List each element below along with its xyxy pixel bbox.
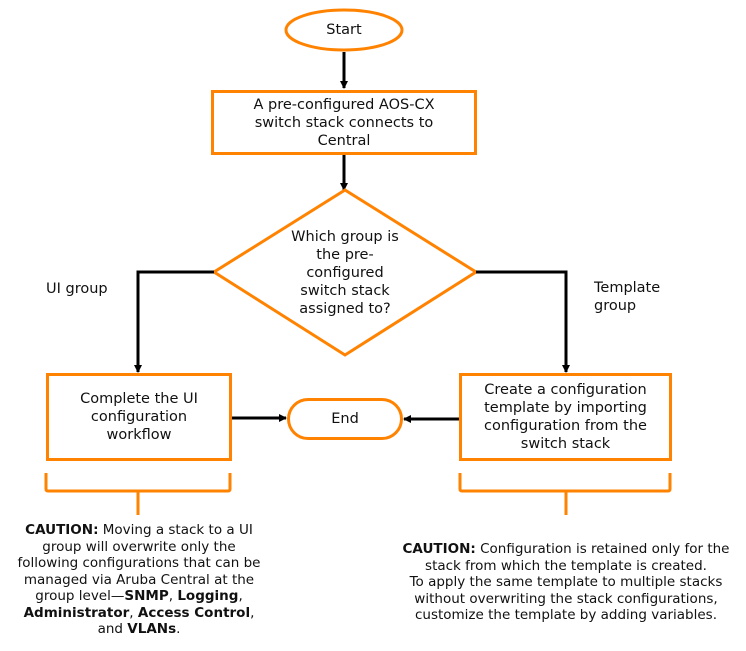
- left-caution-sep: ,: [168, 588, 178, 604]
- right-caution-text1: Configuration is retained only for the s…: [425, 541, 730, 574]
- left-caution-text: Moving a stack to a UI group will overwr…: [17, 522, 261, 604]
- arrow-decision-to-template: [476, 270, 570, 373]
- start-terminal: Start: [286, 10, 402, 50]
- branch-label-template-line1: Template: [594, 280, 661, 296]
- connect-process-box: A pre-configured AOS-CX switch stack con…: [211, 90, 477, 155]
- end-terminal: End: [287, 398, 403, 440]
- decision-node: Which group is the pre-configured switch…: [290, 225, 400, 320]
- left-caution-item-access-control: Access Control: [137, 604, 251, 621]
- branch-label-template-line2: group: [594, 298, 637, 314]
- left-caution-sep: ,: [238, 588, 243, 604]
- left-caution-end: .: [176, 621, 181, 637]
- left-caution-item-vlans: VLANs: [127, 621, 177, 637]
- left-caution-item-logging: Logging: [177, 588, 239, 604]
- ui-workflow-label: Complete the UI configuration workflow: [80, 391, 198, 443]
- left-caution-sep: , and: [97, 604, 255, 638]
- decision-diamond-shape: [211, 188, 479, 357]
- arrow-decision-to-ui: [134, 270, 214, 373]
- right-caution-text2: To apply the same template to multiple s…: [409, 574, 723, 623]
- ui-workflow-box: Complete the UI configuration workflow: [46, 373, 232, 461]
- right-note-bracket: [458, 473, 672, 515]
- end-label: End: [331, 411, 359, 427]
- right-caution-note: CAUTION: Configuration is retained only …: [392, 541, 740, 624]
- connect-label: A pre-configured AOS-CX switch stack con…: [253, 96, 435, 149]
- branch-label-template-group: Template group: [594, 279, 660, 315]
- left-caution-label: CAUTION:: [25, 522, 99, 538]
- left-caution-sep: ,: [129, 604, 138, 621]
- start-terminal-shape: [284, 8, 404, 52]
- branch-label-ui-group: UI group: [46, 281, 108, 297]
- left-caution-note: CAUTION: Moving a stack to a UI group wi…: [14, 522, 264, 638]
- right-caution-label: CAUTION:: [402, 541, 476, 557]
- left-caution-item-administrator: Administrator: [23, 604, 130, 621]
- decision-label: Which group is the pre-configured switch…: [291, 228, 399, 317]
- template-label: Create a configuration template by impor…: [484, 382, 647, 452]
- start-label: Start: [326, 22, 362, 38]
- left-caution-item-snmp: SNMP: [124, 588, 169, 604]
- left-note-bracket: [44, 473, 232, 515]
- template-box: Create a configuration template by impor…: [459, 373, 672, 461]
